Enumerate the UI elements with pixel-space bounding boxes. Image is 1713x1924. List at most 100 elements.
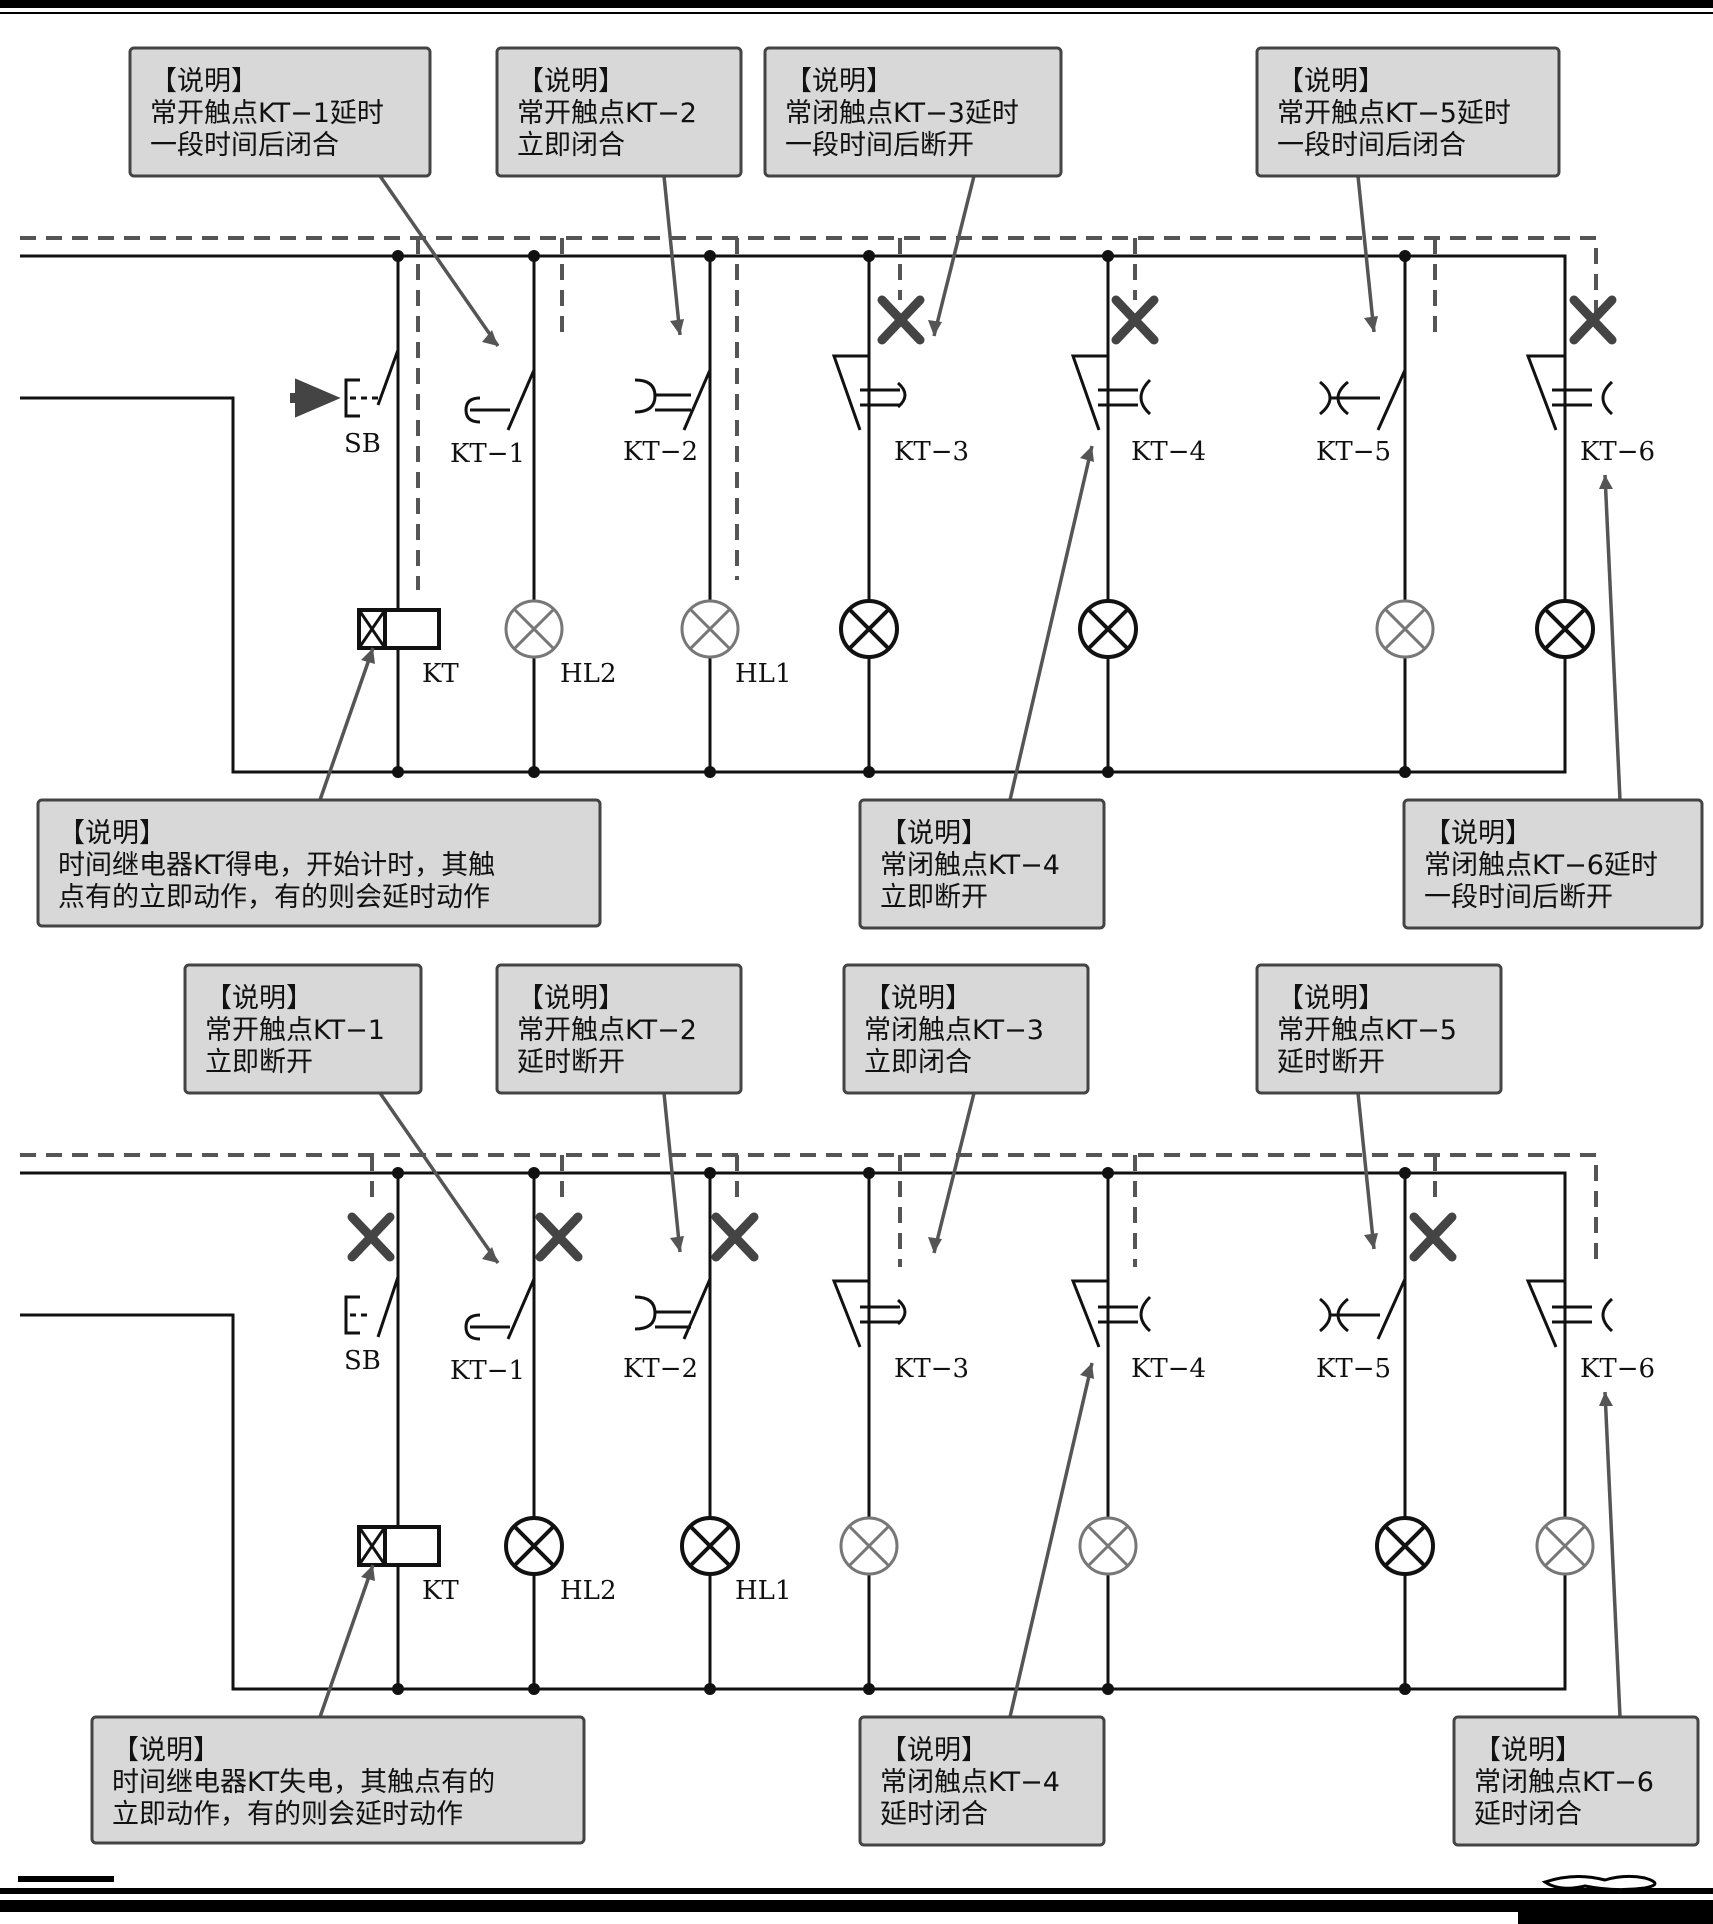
contact-kt1 (464, 369, 536, 431)
svg-text:【说明】: 【说明】 (785, 66, 893, 97)
lamp-hl2 (504, 599, 564, 659)
svg-text:【说明】: 【说明】 (864, 983, 972, 1014)
top-border-thin (0, 12, 1713, 14)
label-kt2: KT−2 (623, 1354, 698, 1384)
leader-lines (318, 1092, 1622, 1718)
cross-icon (535, 1212, 583, 1262)
label-sb: SB (344, 1346, 381, 1376)
label-hl1: HL1 (735, 1576, 791, 1606)
pushbutton-sb (344, 1276, 400, 1338)
cross-icon (1111, 295, 1159, 345)
label-coil: KT (422, 659, 459, 689)
pushbutton-sb (290, 349, 400, 418)
lamp-kt5 (1375, 599, 1435, 659)
svg-text:常开触点KT−5延时: 常开触点KT−5延时 (1277, 98, 1511, 129)
svg-text:常开触点KT−1延时: 常开触点KT−1延时 (150, 98, 384, 129)
svg-text:一段时间后断开: 一段时间后断开 (1424, 882, 1613, 913)
svg-text:立即断开: 立即断开 (880, 882, 988, 913)
svg-text:【说明】: 【说明】 (1474, 1735, 1582, 1766)
contact-kt2 (634, 1278, 712, 1340)
lamp-hl2 (504, 1516, 564, 1576)
linkage-dashed (20, 236, 1598, 320)
svg-text:【说明】: 【说明】 (1424, 818, 1532, 849)
top-bus (20, 1171, 1567, 1691)
label-coil: KT (422, 1576, 459, 1606)
contact-kt6 (1525, 1279, 1614, 1348)
lamp-hl1 (680, 1516, 740, 1576)
label-hl2: HL2 (560, 1576, 616, 1606)
svg-text:延时断开: 延时断开 (517, 1047, 625, 1078)
coil-kt (357, 608, 441, 650)
lamp-hl1 (680, 599, 740, 659)
svg-text:【说明】: 【说明】 (517, 66, 625, 97)
label-kt6: KT−6 (1580, 437, 1655, 467)
svg-text:常闭触点KT−4: 常闭触点KT−4 (880, 1767, 1060, 1798)
svg-text:时间继电器KT得电，开始计时，其触: 时间继电器KT得电，开始计时，其触 (58, 850, 495, 881)
lamp-kt3 (839, 599, 899, 659)
top-border (0, 0, 1713, 8)
svg-text:时间继电器KT失电，其触点有的: 时间继电器KT失电，其触点有的 (112, 1767, 495, 1798)
contact-kt2 (634, 369, 712, 431)
svg-text:常开触点KT−2: 常开触点KT−2 (517, 1015, 697, 1046)
label-kt3: KT−3 (894, 437, 969, 467)
lamp-kt3 (839, 1516, 899, 1576)
svg-text:延时闭合: 延时闭合 (1474, 1799, 1582, 1830)
page-mark (18, 1876, 114, 1882)
bottom-border-thick (0, 1900, 1713, 1912)
svg-text:【说明】: 【说明】 (205, 983, 313, 1014)
contact-kt6 (1525, 354, 1614, 431)
coil-kt (357, 1525, 441, 1567)
svg-text:【说明】: 【说明】 (112, 1735, 220, 1766)
junction-dots (392, 250, 1411, 778)
contact-kt3 (831, 354, 907, 431)
page-ornament (1541, 1874, 1657, 1892)
bottom-border (0, 1888, 1713, 1894)
svg-text:【说明】: 【说明】 (517, 983, 625, 1014)
lamp-kt4 (1078, 599, 1138, 659)
svg-text:【说明】: 【说明】 (1277, 983, 1385, 1014)
cross-icon (347, 1212, 395, 1262)
junction-dots (392, 1167, 1411, 1695)
contact-kt5 (1319, 1278, 1407, 1340)
linkage-dashed (20, 1153, 1598, 1267)
panel-deenergized: SB KT KT−1 KT−2 KT−3 KT−4 KT−5 KT−6 HL2 … (20, 963, 1700, 1847)
corner-block (1518, 1910, 1713, 1924)
svg-text:【说明】: 【说明】 (880, 818, 988, 849)
leader-lines (318, 175, 1622, 801)
label-kt6: KT−6 (1580, 1354, 1655, 1384)
svg-text:点有的立即动作，有的则会延时动作: 点有的立即动作，有的则会延时动作 (58, 882, 490, 913)
svg-text:常闭触点KT−3: 常闭触点KT−3 (864, 1015, 1044, 1046)
svg-text:一段时间后断开: 一段时间后断开 (785, 130, 974, 161)
panel-energized: SB KT KT−1 KT−2 KT−3 KT−4 KT−5 KT−6 HL2 … (20, 46, 1704, 930)
contact-kt4 (1070, 354, 1152, 431)
svg-text:常闭触点KT−3延时: 常闭触点KT−3延时 (785, 98, 1019, 129)
svg-text:【说明】: 【说明】 (880, 1735, 988, 1766)
svg-text:常闭触点KT−6: 常闭触点KT−6 (1474, 1767, 1654, 1798)
top-bus (20, 254, 1567, 774)
svg-text:立即闭合: 立即闭合 (517, 130, 625, 161)
contact-kt4 (1070, 1279, 1152, 1348)
svg-text:一段时间后闭合: 一段时间后闭合 (150, 130, 339, 161)
cross-icon (711, 1212, 759, 1262)
label-hl2: HL2 (560, 659, 616, 689)
svg-text:立即动作，有的则会延时动作: 立即动作，有的则会延时动作 (112, 1799, 463, 1830)
label-kt2: KT−2 (623, 437, 698, 467)
label-kt3: KT−3 (894, 1354, 969, 1384)
svg-text:立即断开: 立即断开 (205, 1047, 313, 1078)
svg-text:常闭触点KT−4: 常闭触点KT−4 (880, 850, 1060, 881)
contact-kt5 (1319, 369, 1407, 431)
